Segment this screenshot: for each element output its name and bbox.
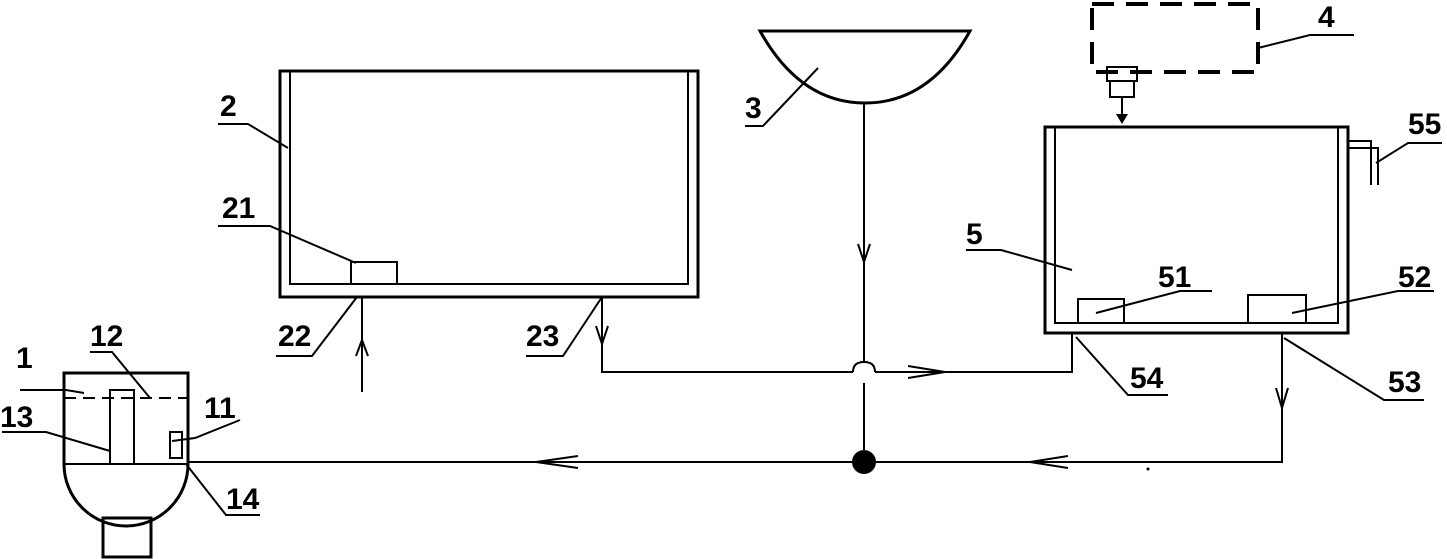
- collector-bowl-3: [757, 29, 973, 105]
- leader-4: [1257, 34, 1354, 49]
- outlet-pipe-23-a: [601, 297, 853, 373]
- label-14: 14: [226, 483, 260, 516]
- outlet-53-arrow-icon: [1275, 387, 1289, 412]
- label-22: 22: [278, 320, 311, 353]
- unit-4: [1090, 2, 1260, 124]
- leader-5: [966, 249, 1073, 271]
- pipe-crossover: [852, 360, 876, 373]
- label-13: 13: [0, 401, 33, 434]
- sensor-51: [1077, 298, 1125, 324]
- leader-lines: [2, 34, 1442, 516]
- label-11: 11: [204, 392, 236, 425]
- vessel-1-outlet: [101, 516, 153, 559]
- tank-2-inner-wall: [289, 71, 689, 285]
- leader-1: [20, 389, 85, 394]
- unit-4-dashed-box: [1090, 2, 1260, 74]
- leader-12: [90, 351, 151, 399]
- label-23: 23: [526, 320, 559, 353]
- tube-13: [109, 389, 135, 465]
- label-55: 55: [1408, 108, 1441, 141]
- label-54: 54: [1130, 362, 1164, 395]
- label-53: 53: [1388, 366, 1421, 399]
- outlet-pipe-23-b: [875, 333, 1073, 373]
- leader-14: [185, 463, 260, 516]
- leader-13: [2, 431, 111, 452]
- tank-5: [1043, 125, 1379, 335]
- return-arrow-icon-left: [535, 455, 579, 469]
- unit-4-arrow-icon: [1116, 114, 1128, 124]
- sensor-11: [169, 431, 183, 459]
- pipes: [188, 103, 1289, 474]
- label-5: 5: [966, 218, 983, 251]
- labels: 1 11 12 13 14 2 21 22 23 3 4 5 51 52 53 …: [0, 1, 1441, 516]
- label-52: 52: [1398, 261, 1431, 294]
- sensor-52: [1247, 294, 1307, 324]
- label-51: 51: [1158, 261, 1191, 294]
- vessel-1: [62, 371, 190, 559]
- leader-11: [171, 419, 241, 442]
- tank-2: [278, 69, 700, 299]
- right-flow-arrow-icon: [907, 365, 946, 379]
- label-2: 2: [220, 90, 237, 123]
- label-1: 1: [16, 342, 33, 375]
- outlet-23-arrow-icon: [595, 325, 609, 348]
- label-12: 12: [90, 320, 123, 353]
- return-arrow-icon-right: [1029, 455, 1069, 469]
- leader-54: [1075, 336, 1168, 396]
- leader-21: [218, 225, 357, 264]
- vessel-1-body: [62, 371, 190, 528]
- leader-2: [218, 123, 289, 149]
- label-3: 3: [745, 92, 762, 125]
- unit-4-nozzle-bottom: [1109, 80, 1135, 98]
- overflow-pipe-55: [1348, 140, 1372, 185]
- junction-node: [852, 450, 876, 474]
- tank-5-inner-wall: [1054, 127, 1339, 324]
- inlet-arrow-icon: [355, 337, 369, 357]
- bowl-drain-arrow-icon: [857, 243, 871, 266]
- leader-23: [526, 296, 603, 357]
- sensor-21: [350, 261, 398, 285]
- return-pipe-53: [188, 333, 1283, 463]
- overflow-pipe-55-inner: [1348, 147, 1379, 185]
- leader-53: [1283, 337, 1424, 401]
- label-21: 21: [222, 192, 255, 225]
- tank-2-outer-wall: [278, 69, 700, 299]
- speck: [1146, 467, 1150, 471]
- leader-3: [745, 67, 819, 127]
- leader-52: [1291, 290, 1434, 314]
- leader-51: [1095, 290, 1212, 314]
- leader-55: [1375, 142, 1442, 164]
- tank-5-outer-wall: [1043, 125, 1350, 335]
- label-4: 4: [1318, 1, 1335, 34]
- leader-22: [276, 296, 358, 357]
